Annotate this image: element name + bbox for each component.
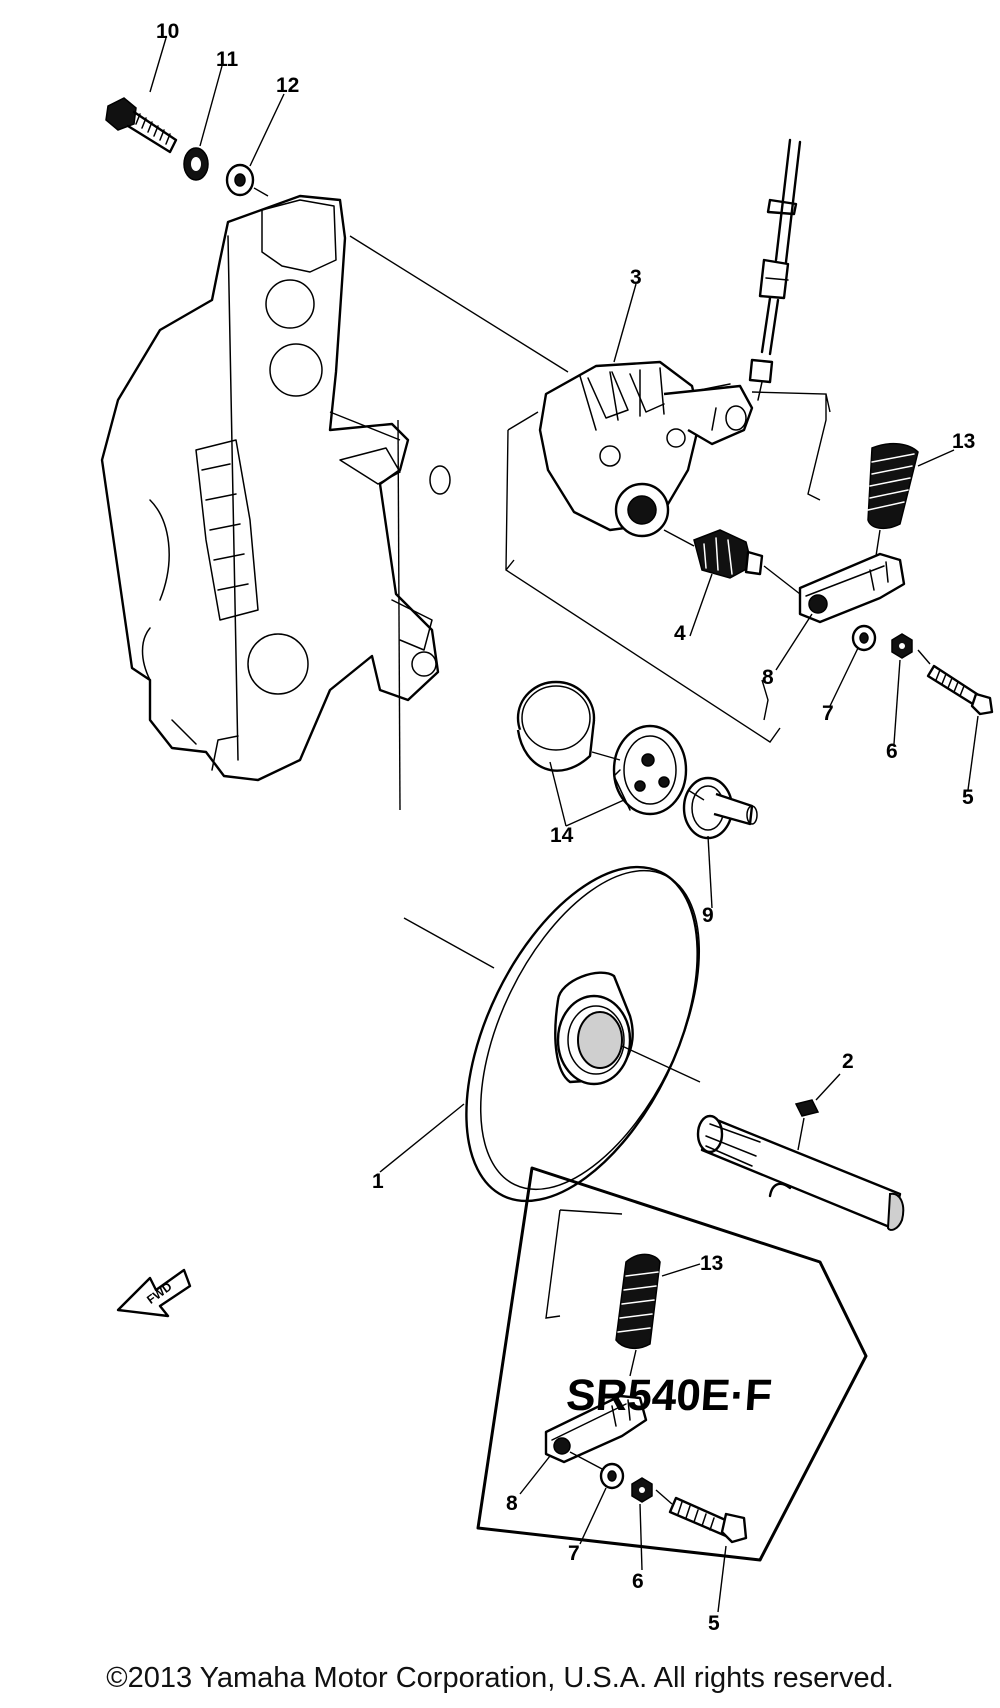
bolt-axis-line (253, 187, 269, 197)
leader-3 (613, 283, 637, 363)
leader-7 (829, 647, 859, 707)
inset-leader-8 (519, 1455, 551, 1495)
inset-plate-8 (544, 1394, 648, 1464)
bracket-casting (100, 194, 451, 782)
pin-axis-line (687, 789, 705, 801)
callout-14: 14 (550, 824, 574, 847)
washer-11 (183, 147, 209, 181)
callout-11: 11 (216, 48, 239, 71)
leader-11 (199, 65, 223, 147)
inset-callout-6: 6 (632, 1570, 644, 1593)
leader-5 (967, 715, 979, 791)
inset-nut-6 (631, 1477, 653, 1503)
callout-6: 6 (886, 740, 898, 763)
callout-13: 13 (952, 430, 975, 453)
leader-4 (689, 573, 713, 637)
bolt-5 (926, 664, 994, 716)
inset-spring-to-plate (629, 1349, 637, 1377)
inset-panel: SR540E·F (476, 1166, 868, 1613)
inset-leader-6 (639, 1503, 643, 1571)
inset-leader-7 (579, 1487, 607, 1545)
inset-leader-5 (717, 1545, 727, 1613)
inset-axis-line (545, 1209, 561, 1319)
bolt-10 (105, 97, 178, 154)
inset-bolt-axis (655, 1489, 673, 1505)
spacer-axis-line (591, 751, 621, 761)
inset-callout-5: 5 (708, 1612, 720, 1635)
spacer-14b (612, 724, 688, 816)
callout-8: 8 (762, 666, 774, 689)
leader-2 (815, 1073, 841, 1101)
spring-to-plate-line (875, 529, 881, 557)
pin-9 (682, 776, 758, 840)
inset-callout-8: 8 (506, 1492, 518, 1515)
callout-9: 9 (702, 904, 714, 927)
copyright-notice: ©2013 Yamaha Motor Corporation, U.S.A. A… (106, 1662, 894, 1694)
leader-9 (707, 835, 713, 909)
spacer-14a (516, 680, 596, 772)
assembly-outline-top (507, 411, 539, 431)
leader-6 (893, 659, 901, 745)
callout-4: 4 (674, 622, 686, 645)
nut-6 (891, 633, 913, 659)
slider-axis-line (663, 529, 695, 547)
shaft-axis-line (397, 419, 401, 811)
leader-1 (379, 1103, 465, 1173)
inset-plate-axis (569, 1451, 605, 1471)
leader-13-top (917, 449, 955, 467)
spring-13 (867, 442, 919, 530)
key-2 (794, 1099, 820, 1117)
assembly-outline (505, 429, 781, 743)
inset-callout-13: 13 (700, 1252, 723, 1275)
assembly-outline-right (761, 679, 769, 721)
callout-7: 7 (822, 702, 834, 725)
inset-bolt-5 (668, 1496, 748, 1544)
sheave-axis-line-left (403, 917, 495, 969)
callout-5: 5 (962, 786, 974, 809)
callout-1: 1 (372, 1170, 384, 1193)
housing-3 (538, 360, 754, 538)
control-cable (748, 138, 802, 401)
spring-axis-line (751, 391, 831, 501)
inset-spring-13 (615, 1253, 661, 1350)
sheave-1 (403, 865, 701, 1203)
inset-callout-7: 7 (568, 1542, 580, 1565)
shaft (696, 1114, 905, 1231)
leader-14 (549, 761, 625, 827)
inset-spring-line (559, 1209, 623, 1215)
sheave-axis-line-right (621, 1045, 701, 1083)
slider-4 (693, 529, 764, 579)
callout-12: 12 (276, 74, 299, 97)
leader-12 (249, 93, 285, 167)
callout-10: 10 (156, 20, 179, 43)
bolt-axis-upper (917, 649, 931, 665)
plate-8 (798, 552, 906, 624)
inset-washer-7 (599, 1462, 625, 1490)
key-axis-line (797, 1117, 805, 1151)
washer-12 (225, 163, 255, 197)
callout-3: 3 (630, 266, 642, 289)
mount-axis-line (349, 235, 569, 373)
inset-leader-13 (661, 1263, 701, 1277)
leader-10 (149, 37, 167, 93)
washer-7 (851, 624, 877, 652)
forward-direction-arrow: FWD (116, 1268, 192, 1318)
bracket-axis-line (329, 411, 401, 441)
callout-2: 2 (842, 1050, 854, 1073)
leader-8 (775, 613, 813, 671)
inset-model-label: SR540E·F (565, 1371, 774, 1420)
plate-axis-line (763, 565, 801, 595)
